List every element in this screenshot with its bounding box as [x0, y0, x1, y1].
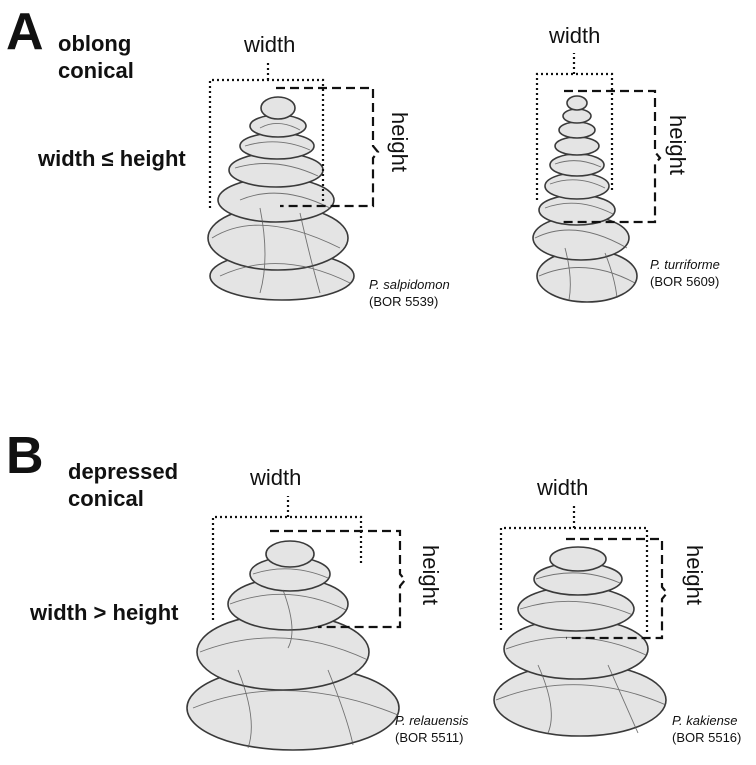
width-label: width	[537, 475, 589, 500]
width-box	[499, 526, 649, 632]
shell-p-salpidomon	[207, 96, 355, 301]
shell-p-kakiense	[493, 546, 667, 737]
panel-a-oblong-conical: A oblong conical width ≤ height	[0, 0, 756, 380]
specimen-label-p-relauensis: P. relauensis (BOR 5511)	[395, 712, 468, 746]
dimension-brackets-a	[208, 53, 662, 224]
height-bracket	[270, 529, 407, 629]
species-name: P. relauensis	[395, 713, 469, 728]
specimen-code: (BOR 5516)	[672, 730, 742, 745]
rule-width-gt-height: width > height	[30, 600, 179, 625]
width-label: width	[244, 32, 296, 57]
height-bracket	[566, 537, 669, 640]
specimen-code: (BOR 5511)	[395, 730, 464, 745]
width-box	[535, 72, 614, 200]
panel-letter-b: B	[6, 427, 44, 485]
species-name: P. turriforme	[650, 257, 720, 272]
panel-b-depressed-conical: B depressed conical width > height	[0, 400, 756, 765]
species-name: P. kakiense	[672, 713, 738, 728]
species-name: P. salpidomon	[369, 277, 450, 292]
shell-p-relauensis	[186, 540, 400, 751]
height-label: height	[387, 112, 412, 172]
specimen-label-p-kakiense: P. kakiense (BOR 5516)	[672, 712, 741, 746]
height-bracket	[562, 89, 662, 224]
width-label: width	[549, 23, 601, 48]
specimen-code: (BOR 5539)	[369, 294, 439, 309]
height-label: height	[418, 545, 443, 605]
rule-width-le-height: width ≤ height	[38, 146, 186, 171]
height-label: height	[665, 115, 690, 175]
dimension-brackets-b	[211, 496, 669, 640]
height-label: height	[682, 545, 707, 605]
specimen-label-p-turriforme: P. turriforme (BOR 5609)	[650, 256, 720, 290]
specimen-label-p-salpidomon: P. salpidomon (BOR 5539)	[369, 276, 450, 310]
specimen-code: (BOR 5609)	[650, 274, 720, 289]
width-box	[208, 78, 325, 208]
height-bracket	[276, 86, 380, 208]
shape-name-oblong-conical: oblong conical	[58, 31, 134, 83]
width-box	[211, 515, 363, 620]
panel-letter-a: A	[6, 3, 44, 61]
shape-name-depressed-conical: depressed conical	[68, 459, 179, 511]
width-label: width	[250, 465, 302, 490]
shell-p-turriforme	[532, 95, 638, 303]
